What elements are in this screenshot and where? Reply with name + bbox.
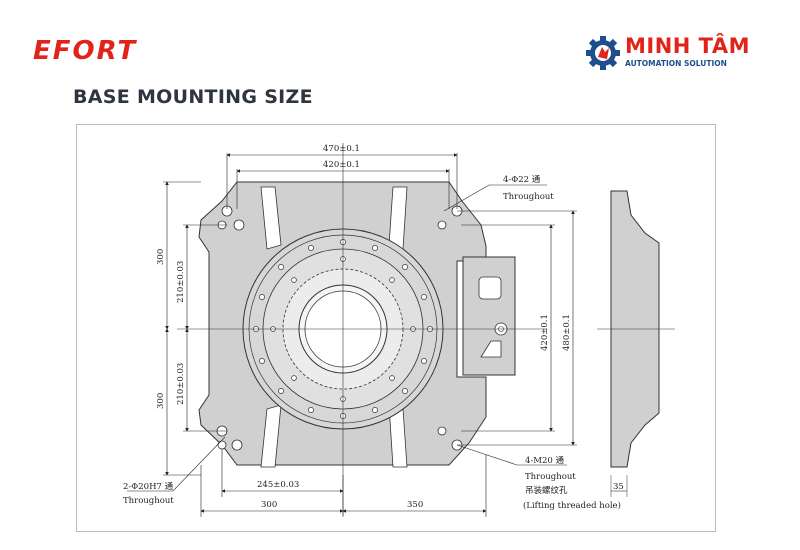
- efort-logo: EFORT: [33, 36, 138, 66]
- logo-name: MINH TÂM: [625, 34, 751, 58]
- dim-top-inner: 420±0.1: [323, 160, 360, 170]
- note-holes-bottom-right: 4-M20 通: [525, 455, 565, 466]
- note-holes-bottom-left: 2-Φ20H7 通: [123, 481, 174, 492]
- dim-bottom-mid: 245±0.03: [257, 480, 299, 490]
- logo-tagline: AUTOMATION SOLUTION: [625, 59, 727, 68]
- dim-bottom-right: 350: [407, 500, 423, 510]
- dim-left-upper-half: 210±0.03: [176, 261, 186, 303]
- dim-right-inner: 420±0.1: [540, 314, 550, 351]
- gear-logo-icon: [586, 36, 620, 70]
- dim-bottom-left: 300: [261, 500, 277, 510]
- page-title: BASE MOUNTING SIZE: [73, 86, 313, 108]
- note-holes-top-right-en: Throughout: [503, 192, 554, 202]
- note-holes-bottom-left-en: Throughout: [123, 496, 174, 506]
- note-holes-top-right: 4-Φ22 通: [503, 174, 541, 185]
- minh-tam-logo: MINH TÂM AUTOMATION SOLUTION: [585, 34, 775, 74]
- dim-left-lower-half: 210±0.03: [176, 363, 186, 405]
- technical-drawing-svg: 35: [123, 143, 675, 517]
- dim-top-outer: 470±0.1: [323, 144, 360, 154]
- note-holes-bottom-right-desc: (Lifting threaded hole): [523, 500, 621, 511]
- dim-left-upper-total: 300: [156, 249, 166, 265]
- dim-side-thickness: 35: [613, 482, 624, 492]
- base-mounting-drawing: 35: [76, 124, 716, 532]
- dim-left-lower-total: 300: [156, 393, 166, 409]
- dim-right-outer: 480±0.1: [562, 314, 572, 351]
- note-holes-bottom-right-cn: 吊装螺纹孔: [525, 485, 568, 496]
- note-holes-bottom-right-en: Throughout: [525, 472, 576, 482]
